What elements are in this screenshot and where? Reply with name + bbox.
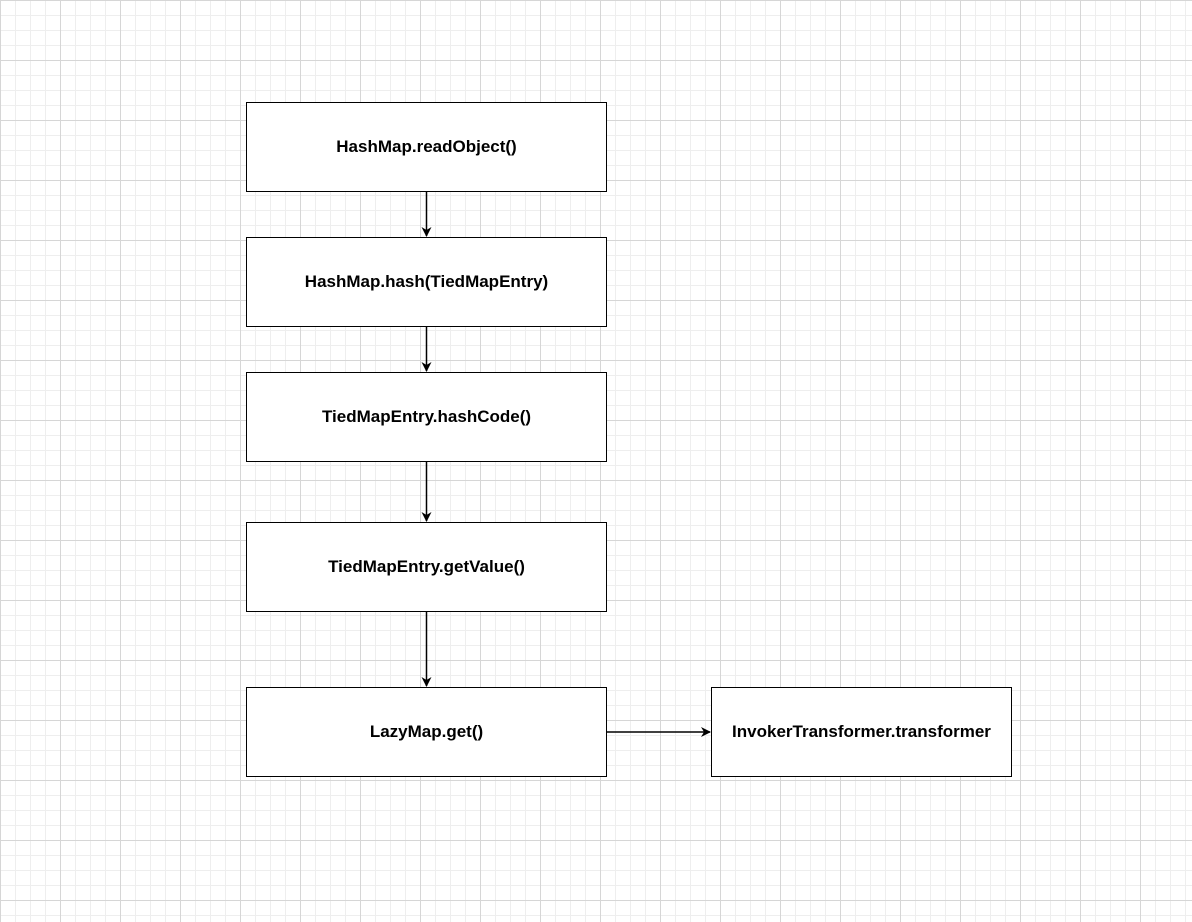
node-lazymap-get[interactable]: LazyMap.get() <box>246 687 607 777</box>
node-label: TiedMapEntry.getValue() <box>328 557 525 576</box>
node-hashmap-readobject[interactable]: HashMap.readObject() <box>246 102 607 192</box>
node-tiedmapentry-hashcode[interactable]: TiedMapEntry.hashCode() <box>246 372 607 462</box>
node-label: HashMap.readObject() <box>336 137 517 156</box>
node-tiedmapentry-getvalue[interactable]: TiedMapEntry.getValue() <box>246 522 607 612</box>
node-label: TiedMapEntry.hashCode() <box>321 407 532 426</box>
node-invokertransformer-transformer[interactable]: InvokerTransformer.transformer <box>711 687 1012 777</box>
node-label: HashMap.hash(TiedMapEntry) <box>304 272 549 291</box>
node-label: LazyMap.get() <box>369 722 484 741</box>
node-label: InvokerTransformer.transformer <box>732 722 991 741</box>
node-hashmap-hash[interactable]: HashMap.hash(TiedMapEntry) <box>246 237 607 327</box>
